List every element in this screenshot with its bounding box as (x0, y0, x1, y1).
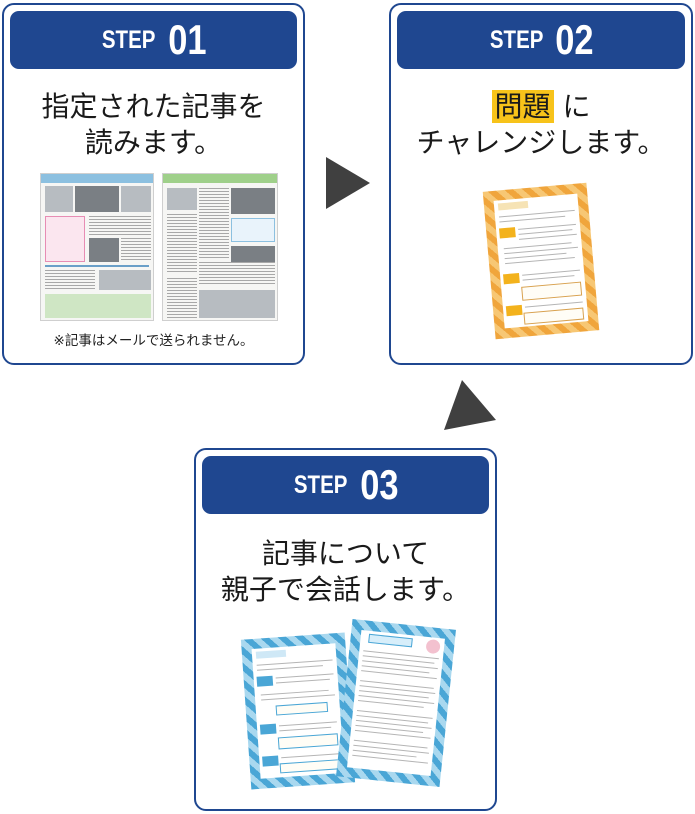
arrow-right-icon (326, 157, 370, 209)
step-03-header: STEP 03 (202, 456, 489, 514)
step-03-description: 記事について 親子で会話します。 (196, 536, 495, 608)
step-03-card: STEP 03 記事について 親子で会話します。 (194, 448, 497, 811)
step-01-label: STEP (102, 25, 156, 54)
newspaper-page-right-image (162, 173, 278, 321)
step-01-description-line2: 読みます。 (84, 126, 223, 159)
newspaper-page-left-image (40, 173, 154, 321)
step-02-description-line1: 問題 に (391, 89, 691, 125)
step-03-label: STEP (294, 470, 348, 499)
step-02-number: 02 (555, 16, 594, 63)
step-03-number: 03 (359, 461, 399, 508)
step-02-label: STEP (489, 25, 544, 54)
step-02-description-line1-rest: に (553, 90, 591, 123)
step-03-description-line2: 親子で会話します。 (220, 573, 471, 606)
step-02-description-line2: チャレンジします。 (416, 126, 666, 159)
step-01-description-line1: 指定された記事を (41, 90, 266, 123)
step-01-description: 指定された記事を 読みます。 (4, 89, 303, 161)
step-01-card: STEP 01 指定された記事を 読みます。 ※記事はメールで送られません。 (2, 3, 305, 365)
problem-highlight: 問題 (491, 90, 554, 123)
arrow-up-right-icon (444, 380, 496, 430)
step-01-number: 01 (167, 16, 207, 63)
step-03-description-line1: 記事について (261, 537, 430, 570)
step-02-header: STEP 02 (397, 11, 685, 69)
worksheet-right-image (336, 618, 456, 788)
step-01-header: STEP 01 (10, 11, 297, 69)
step-02-description: 問題 に チャレンジします。 (391, 89, 691, 161)
step-02-card: STEP 02 問題 に チャレンジします。 (389, 3, 693, 365)
worksheet-image (482, 182, 600, 340)
step-01-note: ※記事はメールで送られません。 (53, 333, 254, 349)
